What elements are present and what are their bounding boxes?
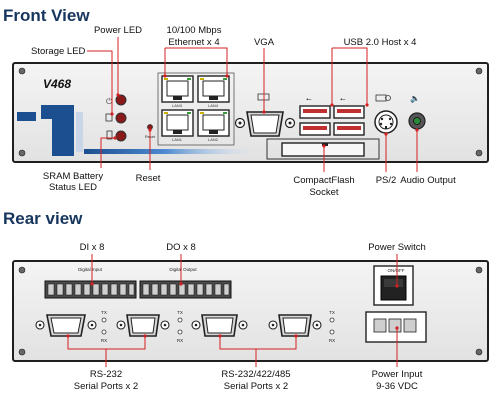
svg-text:TX: TX (101, 310, 107, 315)
svg-text:RX: RX (329, 338, 335, 343)
svg-text:TX: TX (329, 310, 335, 315)
di-terminal-block: Digital Input (44, 267, 137, 299)
rs232-label-line2: Serial Ports x 2 (74, 381, 138, 392)
power-input-label-line2: 9-36 VDC (376, 381, 418, 392)
svg-text:Digital Output: Digital Output (169, 267, 197, 272)
do-label: DO x 8 (166, 242, 196, 253)
usb-label: USB 2.0 Host x 4 (344, 37, 417, 48)
ethernet-label-line2: Ethernet x 4 (168, 37, 219, 48)
lan-port-4 (197, 75, 230, 103)
panel-stripe (84, 149, 264, 154)
di-label: DI x 8 (80, 242, 105, 253)
ps2-label: PS/2 (376, 175, 397, 186)
rs232-label-line1: RS-232 (90, 369, 122, 380)
usb-ports: ⭠ ⭠ (299, 95, 365, 136)
svg-text:RX: RX (101, 338, 107, 343)
lan-port-3 (161, 75, 194, 103)
power-switch: ON/OFF (373, 265, 414, 306)
rear-screw (18, 348, 26, 356)
rs485-label-line2: Serial Ports x 2 (224, 381, 288, 392)
power-led-label: Power LED (94, 25, 142, 36)
rear-leaders (66, 254, 399, 367)
rear-screw (475, 348, 483, 356)
front-leaders (87, 37, 419, 172)
do-terminal-block: Digital Output (139, 267, 232, 299)
svg-text:TX: TX (177, 310, 183, 315)
svg-text:⭠: ⭠ (306, 95, 312, 103)
compactflash-slot (266, 138, 380, 160)
front-screw (475, 67, 483, 75)
rs485-label-line1: RS-232/422/485 (221, 369, 290, 380)
front-view-title: Front View (3, 6, 90, 25)
compactflash-label-line2: Socket (309, 187, 338, 198)
com-port-3 (191, 314, 248, 337)
power-led-indicator: ⏻ (106, 94, 127, 106)
front-screw (475, 149, 483, 157)
svg-text:⏻: ⏻ (106, 97, 113, 106)
model-name: V468 (43, 77, 71, 91)
lan-ports: LAN3 LAN4 LAN1 LAN2 (157, 72, 235, 146)
com-port-2 (116, 314, 170, 337)
ps2-port (374, 94, 398, 134)
front-screw (18, 67, 26, 75)
reset-label: Reset (136, 173, 161, 184)
rear-panel (12, 260, 489, 362)
vga-label: VGA (254, 37, 275, 48)
serial-status-leds: TX RX TX RX TX RX (101, 310, 335, 343)
compactflash-label-line1: CompactFlash (293, 175, 354, 186)
audio-output-label: Audio Output (400, 175, 456, 186)
lan-label-2: LAN2 (208, 137, 219, 142)
rear-screw (475, 266, 483, 274)
svg-text:Digital Input: Digital Input (78, 267, 103, 272)
rear-screw (18, 266, 26, 274)
svg-text:🔈: 🔈 (410, 94, 420, 103)
com-port-4 (268, 314, 322, 337)
power-switch-label: Power Switch (368, 242, 426, 253)
sram-battery-label-line1: SRAM Battery (43, 171, 103, 182)
brand-logo (17, 105, 83, 156)
rear-view-title: Rear view (3, 209, 83, 228)
lan-label-1: LAN1 (172, 137, 183, 142)
front-screw (18, 149, 26, 157)
svg-text:⭠: ⭠ (340, 95, 346, 103)
ethernet-label-line1: 10/100 Mbps (167, 25, 222, 36)
sram-battery-led-indicator (106, 130, 127, 142)
svg-text:ON/OFF: ON/OFF (388, 268, 405, 273)
lan-port-2 (197, 109, 230, 137)
storage-led-label: Storage LED (31, 46, 86, 57)
vga-port (234, 93, 296, 137)
com-port-1 (35, 314, 97, 337)
power-input-label-line1: Power Input (372, 369, 423, 380)
lan-label-3: LAN3 (172, 103, 183, 108)
storage-led-indicator (105, 112, 127, 124)
lan-port-1 (161, 109, 194, 137)
svg-text:RX: RX (177, 338, 183, 343)
audio-jack: 🔈 (408, 94, 426, 130)
serial-led-dots (101, 317, 335, 335)
sram-battery-label-line2: Status LED (49, 182, 97, 193)
lan-label-4: LAN4 (208, 103, 219, 108)
